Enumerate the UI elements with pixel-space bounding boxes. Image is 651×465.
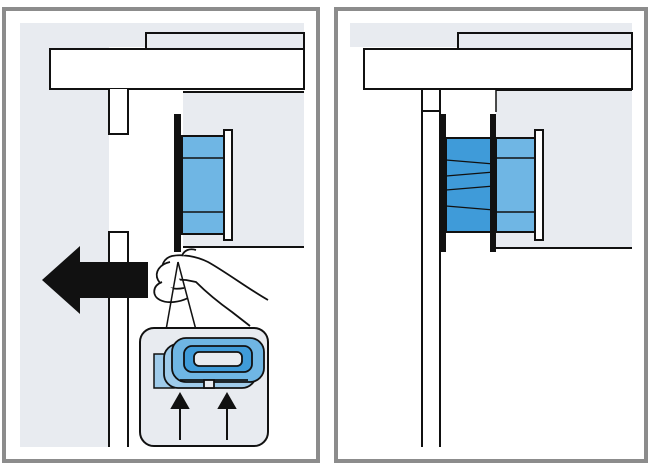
up-arrow-icon <box>217 391 237 440</box>
up-arrow-icon <box>170 391 190 440</box>
panel-step-2 <box>334 7 648 463</box>
cabinet-side-gap <box>110 135 127 231</box>
seal-end-cap <box>223 129 233 241</box>
worktop <box>363 48 633 90</box>
cabinet-wall <box>20 23 109 447</box>
appliance-outline <box>183 91 304 248</box>
hand-icon <box>153 248 269 327</box>
seal-outer <box>495 137 537 233</box>
seal-end-cap <box>534 129 544 241</box>
worktop <box>49 48 305 90</box>
worktop-strip <box>145 32 305 50</box>
detail-seal-clip <box>163 337 265 389</box>
seal-pleats <box>445 159 495 211</box>
worktop-strip <box>457 32 633 50</box>
cabinet-side-upper <box>108 89 129 135</box>
seal-inner <box>445 137 495 233</box>
zoom-line <box>165 261 179 331</box>
zoom-line <box>177 261 197 331</box>
appliance-outline <box>496 89 632 249</box>
left-arrow-icon <box>42 246 148 314</box>
panel-step-1 <box>2 7 320 463</box>
seal-flange-right <box>490 114 496 252</box>
seal-body <box>181 135 227 235</box>
seal-flange-left <box>440 114 446 252</box>
seal-flange <box>174 114 181 252</box>
